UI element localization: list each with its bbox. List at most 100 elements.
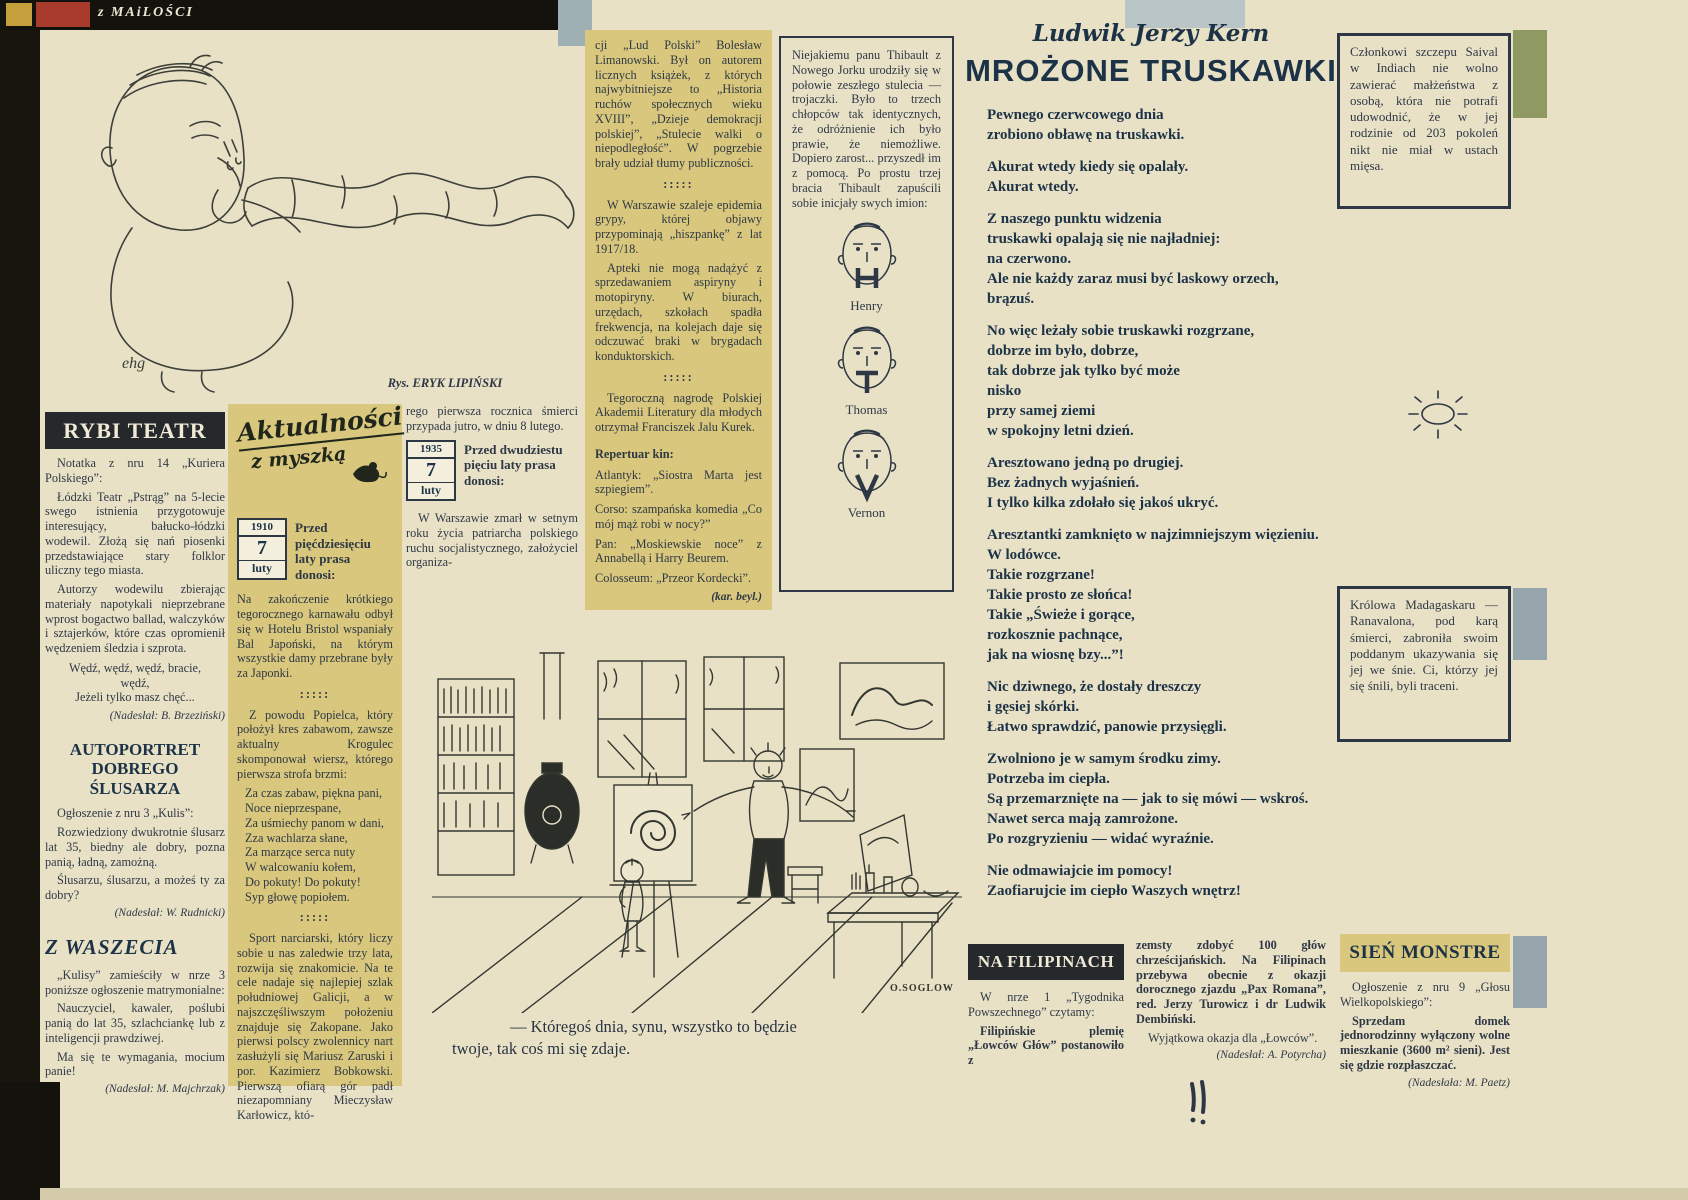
repertuar-title: Repertuar kin: <box>595 446 674 461</box>
folk-verse: Wędź, wędź, wędź, bracie, wędź, Jeżeli t… <box>68 660 202 705</box>
rybi-teatr-header: RYBI TEATR <box>45 412 225 449</box>
paragraph: Ogłoszenie z nru 9 „Głosu Wielkopolskieg… <box>1340 980 1510 1009</box>
scan-edge-bottom <box>40 1188 1688 1200</box>
contributor-credit: (Nadesłał: W. Rudnicki) <box>114 906 225 919</box>
masthead-fragment-text: z MAiLOŚCI <box>98 5 194 20</box>
contributor-credit: (Nadesłał: B. Brzeziński) <box>109 710 225 722</box>
krogulec-verse: Za czas zabaw, piękna pani, Noce nieprze… <box>245 786 384 904</box>
edge-tab-grey-2 <box>1513 936 1547 1008</box>
paragraph: Tegoroczną nagrodę Polskiej Akademii Lit… <box>595 390 762 435</box>
thibault-triplets-box: Niejakiemu panu Thibault z Nowego Jorku … <box>779 36 954 592</box>
sun-icon <box>1408 390 1468 439</box>
triplet-name: Thomas <box>845 401 888 417</box>
artist-studio-cartoon: O.SOGLOW <box>432 645 962 1013</box>
paragraph: rego pierwsza rocznica śmierci przypada … <box>406 404 578 433</box>
section-separator: ::::: <box>663 369 694 384</box>
triplet-name: Henry <box>850 298 883 314</box>
filipiny-column-2: zemsty zdobyć 100 głów chrześcijańskich.… <box>1136 938 1326 1063</box>
face-vernon-illustration <box>837 429 896 503</box>
na-filipinach-header: NA FILIPINACH <box>968 944 1124 980</box>
cinema-listing: Atlantyk: „Siostra Marta jest szpiegiem”… <box>595 467 762 497</box>
calendar-month: luty <box>408 481 454 499</box>
autoportret-title: AUTOPORTRET DOBREGO ŚLUSARZA <box>69 739 201 798</box>
calendar-box-1910: 1910 7 luty <box>237 518 287 580</box>
paragraph: W nrze 1 „Tygodnika Powszechnego” czytam… <box>968 990 1124 1019</box>
poem-stanza: Akurat wtedy kiedy się opalały. Akurat w… <box>987 159 1189 195</box>
paragraph: Z powodu Popielca, który położył kres za… <box>237 707 393 781</box>
date-row-1910: 1910 7 luty Przed pięćdziesięciu laty pr… <box>237 518 393 582</box>
sien-monstre-column: Ogłoszenie z nru 9 „Głosu Wielkopolskieg… <box>1340 980 1510 1090</box>
ink-doodle <box>1185 1080 1211 1130</box>
paragraph: Apteki nie mogą nadążyć z sprzedawaniem … <box>595 260 762 364</box>
paragraph: Łódzki Teatr „Pstrąg” na 5-lecie swego i… <box>45 489 225 578</box>
contributor-credit: (kar. beyl.) <box>711 590 762 603</box>
sun-doodle <box>1398 386 1478 442</box>
paragraph: Nauczyciel, kawaler, poślubi panią do la… <box>45 1001 225 1045</box>
calendar-day: 7 <box>257 537 267 560</box>
z-waszecia-title: Z WASZECIA <box>45 934 179 959</box>
paragraph: W Warszawie zmarł w setnym roku życia pa… <box>406 511 578 570</box>
poem-stanza: Z naszego punktu widzenia truskawki opal… <box>987 211 1279 307</box>
poem-stanza: Nie odmawiajcie im pomocy! Zaofiarujcie … <box>987 863 1241 899</box>
triplet-vernon: Vernon <box>792 421 941 521</box>
caricature-artist-monogram: ehg <box>122 355 145 372</box>
edge-tab-grey-1 <box>1513 588 1547 660</box>
paragraph: Niejakiemu panu Thibault z Nowego Jorku … <box>792 48 941 210</box>
cinema-listing: Colosseum: „Przeor Kordecki”. <box>595 571 752 585</box>
cinema-listing: Corso: szampańska komedia „Co mój mąż ro… <box>595 502 762 531</box>
paragraph: zemsty zdobyć 100 głów chrześcijańskich.… <box>1136 938 1326 1026</box>
caricature-caption: Rys. ERYK LIPIŃSKI <box>387 376 503 390</box>
aktualnosci-column: Aktualności z myszką 1910 7 luty Przed p… <box>228 401 405 1122</box>
triplet-thomas: Thomas <box>792 318 941 418</box>
paragraph: Wyjątkowa okazja dla „Łowców”. <box>1148 1030 1318 1045</box>
crying-figure-illustration: ehg <box>100 54 575 393</box>
calendar-box-1935: 1935 7 luty <box>406 439 456 502</box>
section-separator: ::::: <box>299 910 331 925</box>
calendar-day: 7 <box>426 458 436 481</box>
paragraph: Ma się te wymagania, mocium panie! <box>45 1049 225 1079</box>
masthead-yellow-block <box>6 3 32 26</box>
poem-stanza: No więc leżały sobie truskawki rozgrzane… <box>987 323 1255 439</box>
paragraph: Ślusarzu, ślusarzu, a możeś ty za dobry? <box>45 873 225 903</box>
calendar-year: 1935 <box>408 442 454 459</box>
paragraph: Ogłoszenie z nru 3 „Kulis”: <box>57 806 194 821</box>
poem-stanza: Aresztantki zamknięto w najzimniejszym w… <box>987 527 1319 663</box>
poem-author: Ludwik Jerzy Kern <box>1032 20 1270 47</box>
exclamation-doodle-icon <box>1190 1080 1206 1125</box>
filipiny-column-1: W nrze 1 „Tygodnika Powszechnego” czytam… <box>968 990 1124 1072</box>
kronika-column: cji „Lud Polski” Bolesław Limanowski. By… <box>585 30 772 610</box>
madagaskar-curiosity-box: Królowa Madagaskaru — Ranavalona, pod ka… <box>1337 586 1511 742</box>
triplet-henry: Henry <box>792 214 941 314</box>
curiosity-text: Królowa Madagaskaru — Ranavalona, pod ka… <box>1350 597 1498 694</box>
date-row-1935: 1935 7 luty Przed dwudziestu pięciu laty… <box>406 439 578 502</box>
cartoon-caption: — Któregoś dnia, synu, wszystko to będzi… <box>452 1017 797 1059</box>
scan-corner-bottom-left <box>0 1082 60 1200</box>
section-separator: ::::: <box>299 686 331 701</box>
sien-monstre-header: SIEŃ MONSTRE <box>1340 934 1510 972</box>
poem-stanza: Pewnego czerwcowego dnia zrobiono obławę… <box>987 107 1185 143</box>
saival-curiosity-box: Członkowi szczepu Saival w Indiach nie w… <box>1337 33 1511 209</box>
mouse-icon <box>353 462 387 483</box>
masthead-strip: z MAiLOŚCI <box>0 0 588 30</box>
edge-tab-green <box>1513 30 1547 118</box>
cinema-listing: Pan: „Moskiewskie noce” z Annabellą i Ha… <box>595 536 762 566</box>
paragraph: Na zakończenie krótkiego tegorocznego ka… <box>237 592 393 681</box>
poem-stanza: Nic dziwnego, że dostały dreszczy i gęsi… <box>987 679 1227 735</box>
crying-figure-caricature: ehg <box>42 30 577 402</box>
contributor-credit: (Nadesłała: M. Paetz) <box>1408 1076 1510 1089</box>
poem-stanza: Zwolniono je w samym środku zimy. Potrze… <box>987 751 1309 847</box>
left-column: Notatka z nru 14 „Kuriera Polskiego”: Łó… <box>45 456 225 1097</box>
continuation-column: rego pierwsza rocznica śmierci przypada … <box>406 404 578 574</box>
aktualnosci-logo: Aktualności z myszką <box>235 401 405 512</box>
paragraph: cji „Lud Polski” Bolesław Limanowski. By… <box>595 38 762 170</box>
paragraph: Sprzedam domek jednorodzinny wyłączony w… <box>1340 1013 1510 1072</box>
face-henry-illustration <box>837 222 896 289</box>
contributor-credit: (Nadesłał: M. Majchrzak) <box>105 1083 225 1096</box>
triplet-name: Vernon <box>847 505 886 521</box>
calendar-year: 1910 <box>239 520 285 538</box>
section-separator: ::::: <box>663 176 694 191</box>
poem-stanza: Aresztowano jedną po drugiej. Bez żadnyc… <box>987 455 1219 511</box>
face-thomas-illustration <box>837 326 896 393</box>
paragraph: Rozwiedziony dwukrotnie ślusarz lat 35, … <box>45 825 225 869</box>
